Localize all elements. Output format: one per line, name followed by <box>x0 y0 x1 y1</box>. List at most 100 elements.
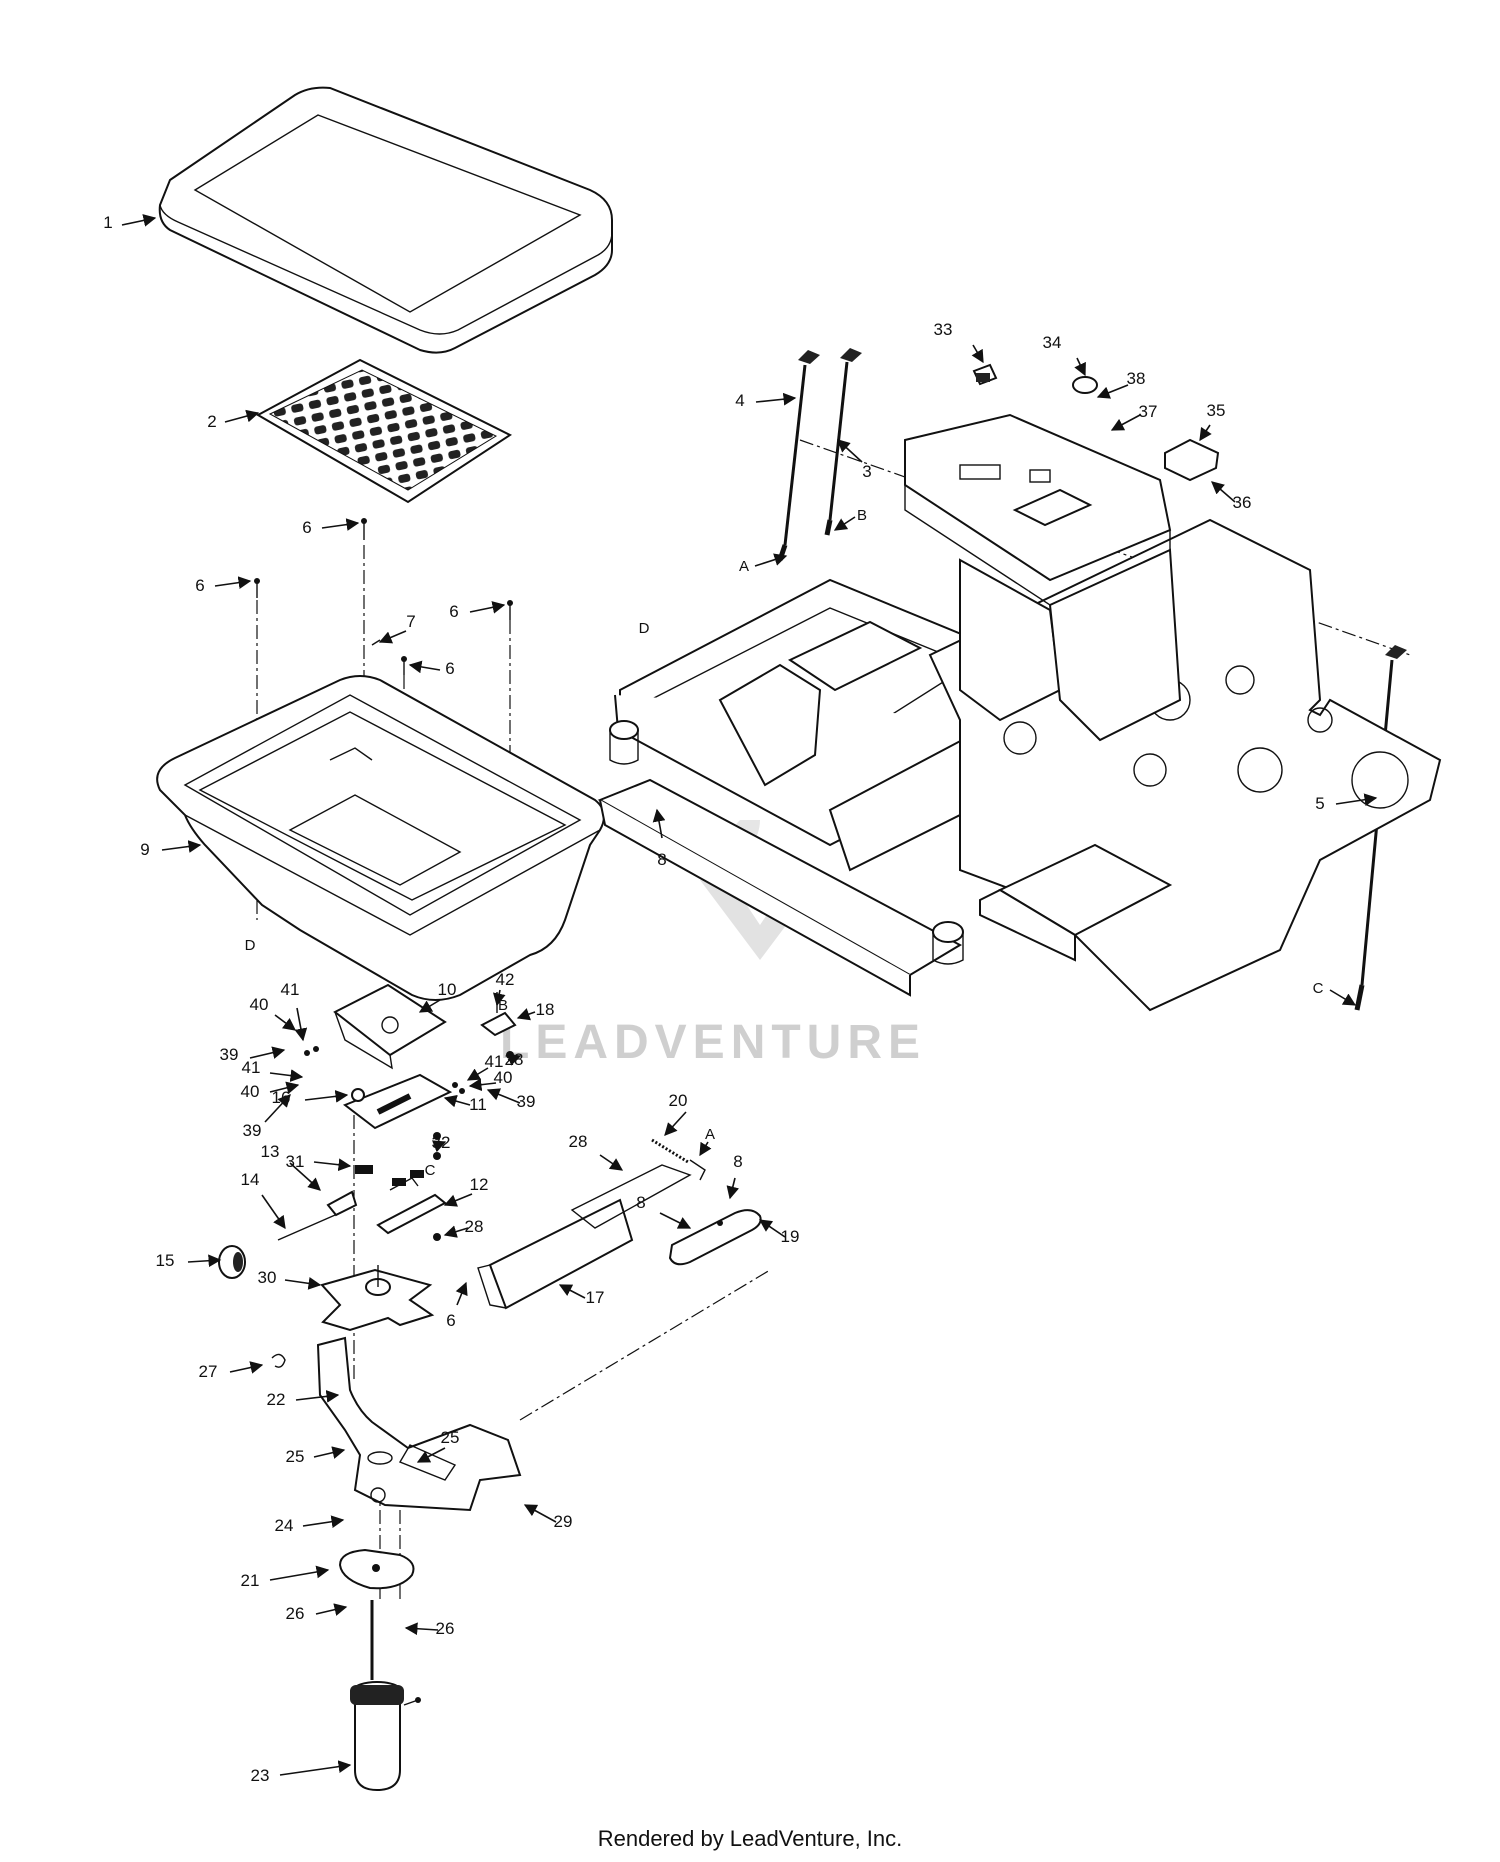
leader-arrow-c8c <box>726 1177 740 1200</box>
adjust-knob <box>218 1245 246 1279</box>
callout-label-c34: 34 <box>1043 333 1062 352</box>
leader-arrow-c18 <box>516 1008 536 1021</box>
leader-arrow-c30 <box>284 1277 322 1290</box>
leader-arrow-a1 <box>754 553 788 567</box>
switch-33 <box>972 363 998 386</box>
leader-arrow-c4 <box>755 392 797 406</box>
gate-plate <box>333 983 447 1070</box>
leader-arrow-c25b <box>416 1447 446 1463</box>
callout-label-c24: 24 <box>275 1516 294 1535</box>
callout-label-c1: 1 <box>103 213 112 232</box>
leader-arrow-c29 <box>523 1504 557 1523</box>
leader-arrow-c26a <box>315 1603 348 1616</box>
leader-arrow-c8b <box>659 1212 692 1229</box>
lever-arm <box>570 1138 706 1229</box>
leader-arrow-c6d <box>408 660 441 674</box>
leader-arrow-c14 <box>261 1194 286 1230</box>
callout-label-c36: 36 <box>1233 493 1252 512</box>
callout-label-c41a: 41 <box>281 980 300 999</box>
leader-arrow-c41b <box>466 1067 489 1081</box>
callout-label-c6d: 6 <box>445 659 454 678</box>
leader-arrow-c41a <box>294 1007 308 1042</box>
callout-label-c29: 29 <box>554 1512 573 1531</box>
leader-arrow-c15 <box>187 1254 222 1268</box>
leader-arrow-c23 <box>279 1760 352 1776</box>
leader-arrow-c26b <box>404 1622 439 1636</box>
callout-label-c31: 31 <box>286 1152 305 1171</box>
spring-clip <box>271 1353 286 1368</box>
leader-arrow-c5 <box>1335 793 1378 807</box>
leader-arrow-c10 <box>418 999 441 1013</box>
leader-arrow-c35 <box>1199 424 1212 442</box>
render-credit: Rendered by LeadVenture, Inc. <box>597 1826 903 1851</box>
leader-arrow-c40a <box>274 1014 297 1031</box>
leader-arrow-b1 <box>833 516 856 531</box>
callout-label-c14: 14 <box>241 1170 260 1189</box>
callout-label-c8a: 8 <box>657 850 666 869</box>
part-callouts: 1234566666788891011121314151617181920212… <box>103 213 1378 1785</box>
callout-label-c32: 32 <box>432 1133 451 1152</box>
callout-label-c25b: 25 <box>441 1428 460 1447</box>
leader-arrow-c33 <box>971 344 984 364</box>
screen-grate <box>255 358 513 504</box>
spinner-motor <box>350 1600 421 1792</box>
seat-cushion <box>158 86 613 354</box>
reference-letter-c1: C <box>1313 980 1324 997</box>
callout-label-c26a: 26 <box>286 1604 305 1623</box>
leader-arrow-c3 <box>837 439 863 463</box>
leader-arrow-c28b <box>443 1225 469 1238</box>
callout-label-c3: 3 <box>862 462 871 481</box>
spreader-hopper <box>156 675 605 1001</box>
leader-arrow-c6a <box>321 518 360 531</box>
bolt-fasteners <box>254 518 513 675</box>
deflector-shield <box>477 1198 634 1310</box>
callout-label-c22: 22 <box>267 1390 286 1409</box>
callout-label-c33: 33 <box>934 320 953 339</box>
leader-arrow-c16 <box>304 1090 349 1103</box>
leader-arrow-c1 <box>121 214 157 227</box>
callout-label-c18: 18 <box>536 1000 555 1019</box>
callout-label-c23: 23 <box>251 1766 270 1785</box>
leader-arrow-c12 <box>443 1193 473 1207</box>
spinner-mount-bracket <box>316 1336 522 1512</box>
leader-arrow-c25a <box>313 1446 346 1459</box>
callout-label-c8b: 8 <box>636 1193 645 1212</box>
leader-arrow-c28a <box>507 1053 522 1066</box>
svg-text:LEADVENTURE: LEADVENTURE <box>500 1016 926 1069</box>
leader-arrow-c36 <box>1211 481 1236 503</box>
leader-arrow-a2 <box>699 1141 712 1157</box>
leader-arrow-c42 <box>492 989 506 1007</box>
leader-arrow-c40c <box>269 1081 300 1095</box>
slide-gate <box>342 1073 453 1130</box>
callout-label-c6e: 6 <box>446 1311 455 1330</box>
leader-arrow-c39a <box>249 1046 286 1059</box>
reference-letter-d2: D <box>245 937 256 954</box>
callout-label-c13: 13 <box>261 1142 280 1161</box>
callout-label-c15: 15 <box>156 1251 175 1270</box>
callout-label-c39b: 39 <box>517 1092 536 1111</box>
callout-label-c21: 21 <box>241 1571 260 1590</box>
leader-arrow-c6b <box>214 576 252 589</box>
callout-label-c42: 42 <box>496 970 515 989</box>
leader-arrow-c6e <box>455 1281 468 1306</box>
callout-label-c4: 4 <box>735 391 744 410</box>
motor-plate <box>338 1548 415 1590</box>
gate-bracket <box>376 1170 447 1235</box>
reference-letter-a2: A <box>705 1126 715 1143</box>
control-lever <box>668 1209 762 1266</box>
callout-label-c17: 17 <box>586 1288 605 1307</box>
callout-label-c39c: 39 <box>243 1121 262 1140</box>
leader-arrow-c6c <box>469 601 506 614</box>
leader-arrow-c37 <box>1110 414 1141 431</box>
leader-arrow-c41c <box>269 1069 304 1082</box>
callout-label-c38: 38 <box>1127 369 1146 388</box>
callout-label-c40c: 40 <box>241 1082 260 1101</box>
callout-label-c6a: 6 <box>302 518 311 537</box>
callout-label-c2: 2 <box>207 412 216 431</box>
callout-label-c39a: 39 <box>220 1045 239 1064</box>
callout-label-c26b: 26 <box>436 1619 455 1638</box>
leader-arrow-c34 <box>1074 357 1086 377</box>
leader-arrow-c2 <box>224 409 260 423</box>
callout-label-c28b: 28 <box>465 1217 484 1236</box>
